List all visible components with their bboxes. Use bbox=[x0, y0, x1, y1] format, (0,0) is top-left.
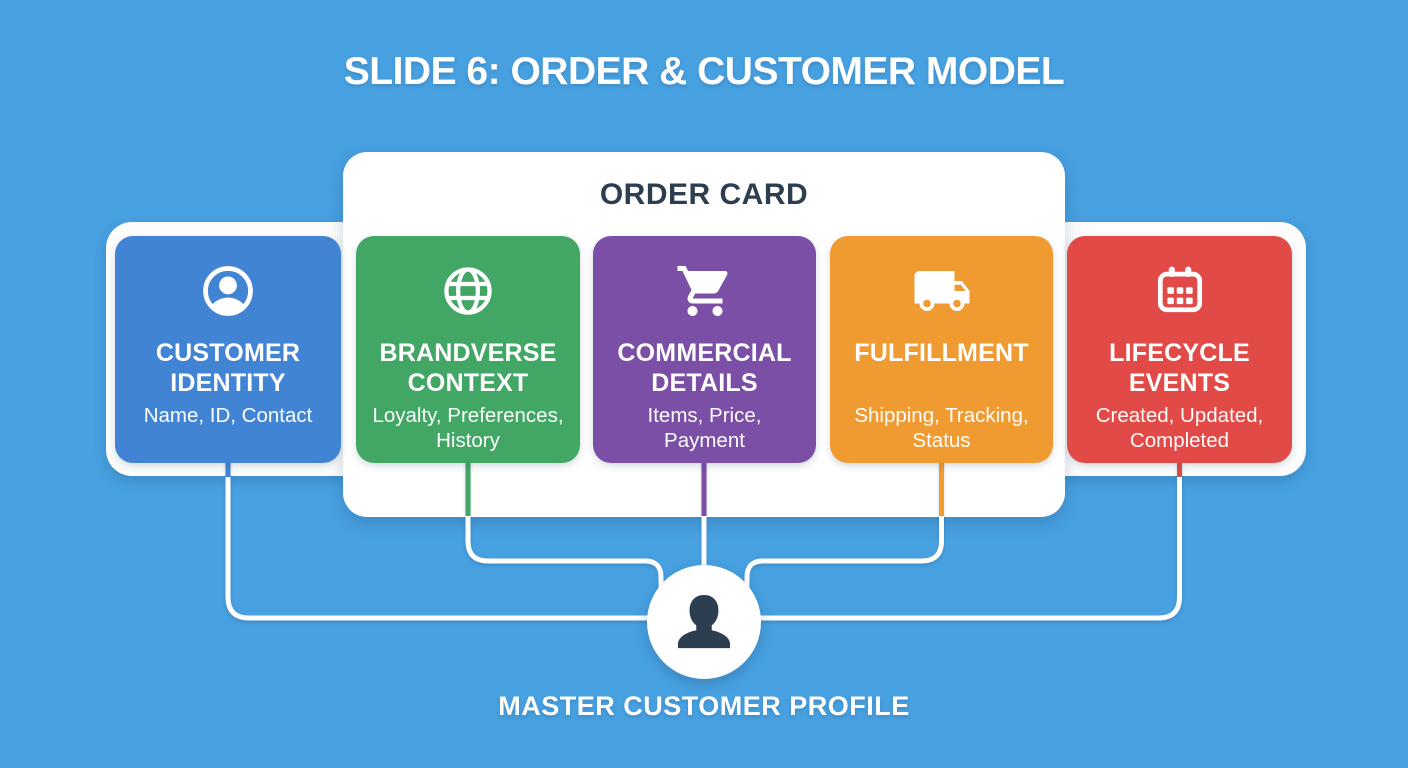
cart-icon bbox=[675, 261, 735, 321]
card-customer-identity: CUSTOMER IDENTITY Name, ID, Contact bbox=[115, 236, 341, 463]
card-commercial-details: COMMERCIAL DETAILS Items, Price, Payment bbox=[593, 236, 816, 463]
card-subtitle: Name, ID, Contact bbox=[143, 404, 313, 427]
card-subtitle: Created, Updated, Completed bbox=[1095, 404, 1264, 452]
card-title: FULFILLMENT bbox=[854, 339, 1029, 367]
truck-icon bbox=[912, 261, 972, 321]
calendar-icon bbox=[1150, 261, 1210, 321]
slide-title: SLIDE 6: ORDER & CUSTOMER MODEL bbox=[343, 50, 1065, 93]
person-circle-icon bbox=[198, 261, 258, 321]
card-subtitle: Items, Price, Payment bbox=[647, 404, 762, 452]
card-title: BRANDVERSE CONTEXT bbox=[379, 339, 557, 397]
card-title: LIFECYCLE EVENTS bbox=[1109, 339, 1250, 397]
order-card-title: ORDER CARD bbox=[599, 178, 809, 211]
master-profile-label: MASTER CUSTOMER PROFILE bbox=[498, 691, 910, 721]
card-subtitle: Loyalty, Preferences, History bbox=[372, 404, 564, 452]
card-lifecycle-events: LIFECYCLE EVENTS Created, Updated, Compl… bbox=[1067, 236, 1292, 463]
globe-icon bbox=[438, 261, 498, 321]
master-profile-circle bbox=[647, 565, 761, 679]
card-brandverse-context: BRANDVERSE CONTEXT Loyalty, Preferences,… bbox=[356, 236, 580, 463]
card-title: COMMERCIAL DETAILS bbox=[617, 339, 792, 397]
card-title: CUSTOMER IDENTITY bbox=[155, 339, 301, 397]
card-subtitle: Shipping, Tracking, Status bbox=[854, 404, 1029, 452]
person-silhouette-icon bbox=[677, 594, 731, 649]
card-fulfillment: FULFILLMENT Shipping, Tracking, Status bbox=[830, 236, 1053, 463]
